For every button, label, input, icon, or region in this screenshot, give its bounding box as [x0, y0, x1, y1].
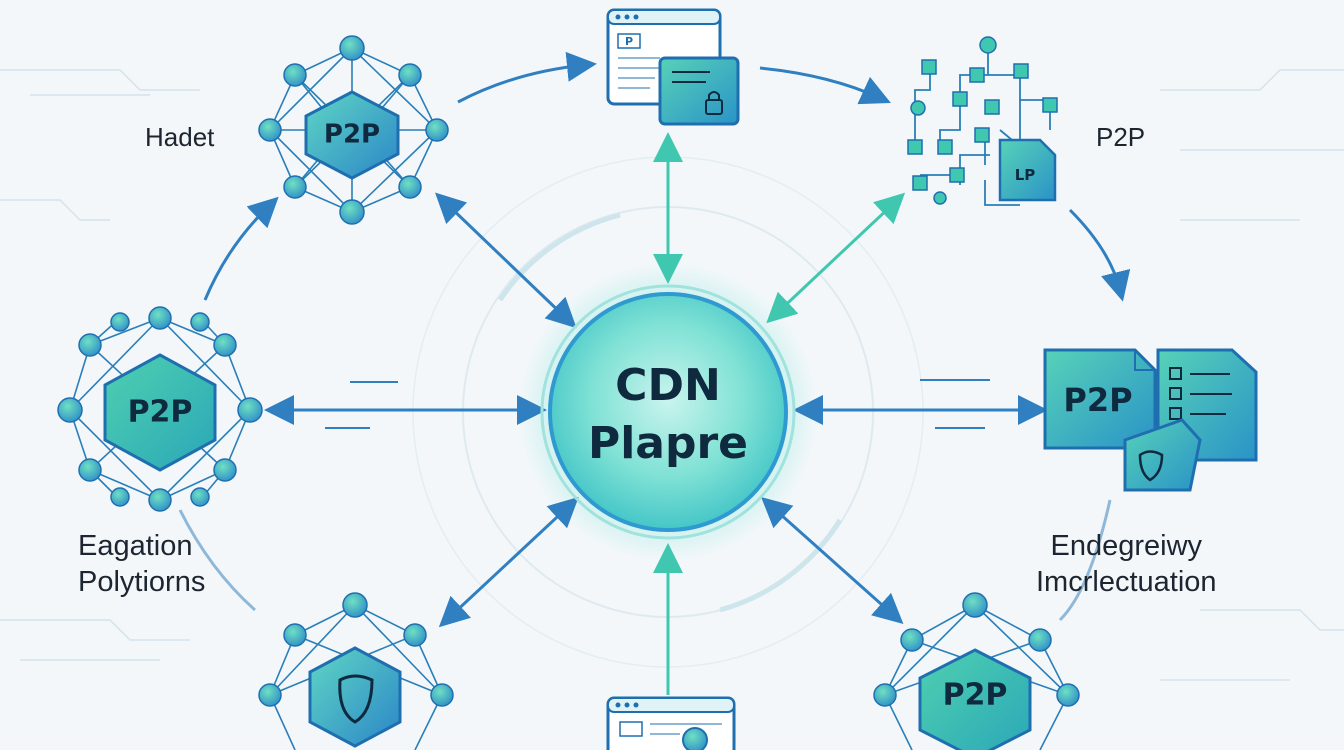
file-label-top-right: LP: [1015, 166, 1036, 184]
core-spokes: [264, 132, 1048, 695]
core-node[interactable]: CDN Plapre: [540, 284, 796, 540]
core-title-line1: CDN: [615, 360, 721, 411]
doc-label-right: P2P: [1063, 381, 1132, 419]
background-circuits: [0, 69, 1344, 681]
outer-flow-arrows: [178, 51, 1131, 622]
lock-icon: [705, 91, 723, 115]
core-title-line2: Plapre: [588, 418, 748, 469]
label-left-block: Eagation Polytiorns: [78, 528, 205, 600]
shield-icon-small: [1138, 450, 1164, 482]
circuit-network-top-right[interactable]: LP: [907, 36, 1058, 206]
shield-icon: [338, 674, 374, 724]
network-node-bottom-left[interactable]: [258, 592, 454, 750]
hex-label-bottom-right: P2P: [943, 678, 1008, 713]
browser-window-top[interactable]: P: [606, 8, 740, 126]
label-top-left: Hadet: [145, 122, 215, 152]
network-node-bottom-right[interactable]: P2P: [873, 592, 1080, 750]
label-right-line1: Endegreiwy: [1050, 530, 1203, 562]
network-node-mid-left[interactable]: P2P: [57, 306, 263, 512]
label-left-line1: Eagation: [78, 530, 193, 562]
window-tag: P: [625, 35, 633, 48]
label-right-line2: Imcrlectuation: [1036, 566, 1217, 598]
label-left-line2: Polytiorns: [78, 566, 206, 598]
hex-label-top-left: P2P: [324, 120, 380, 150]
label-top-right: P2P: [1096, 122, 1146, 152]
browser-window-bottom[interactable]: [606, 696, 736, 750]
document-stack-right[interactable]: P2P: [1043, 348, 1258, 492]
network-node-top-left[interactable]: P2P: [258, 35, 449, 225]
label-right-block: Endegreiwy Imcrlectuation: [1036, 528, 1217, 600]
hex-label-mid-left: P2P: [128, 395, 193, 430]
